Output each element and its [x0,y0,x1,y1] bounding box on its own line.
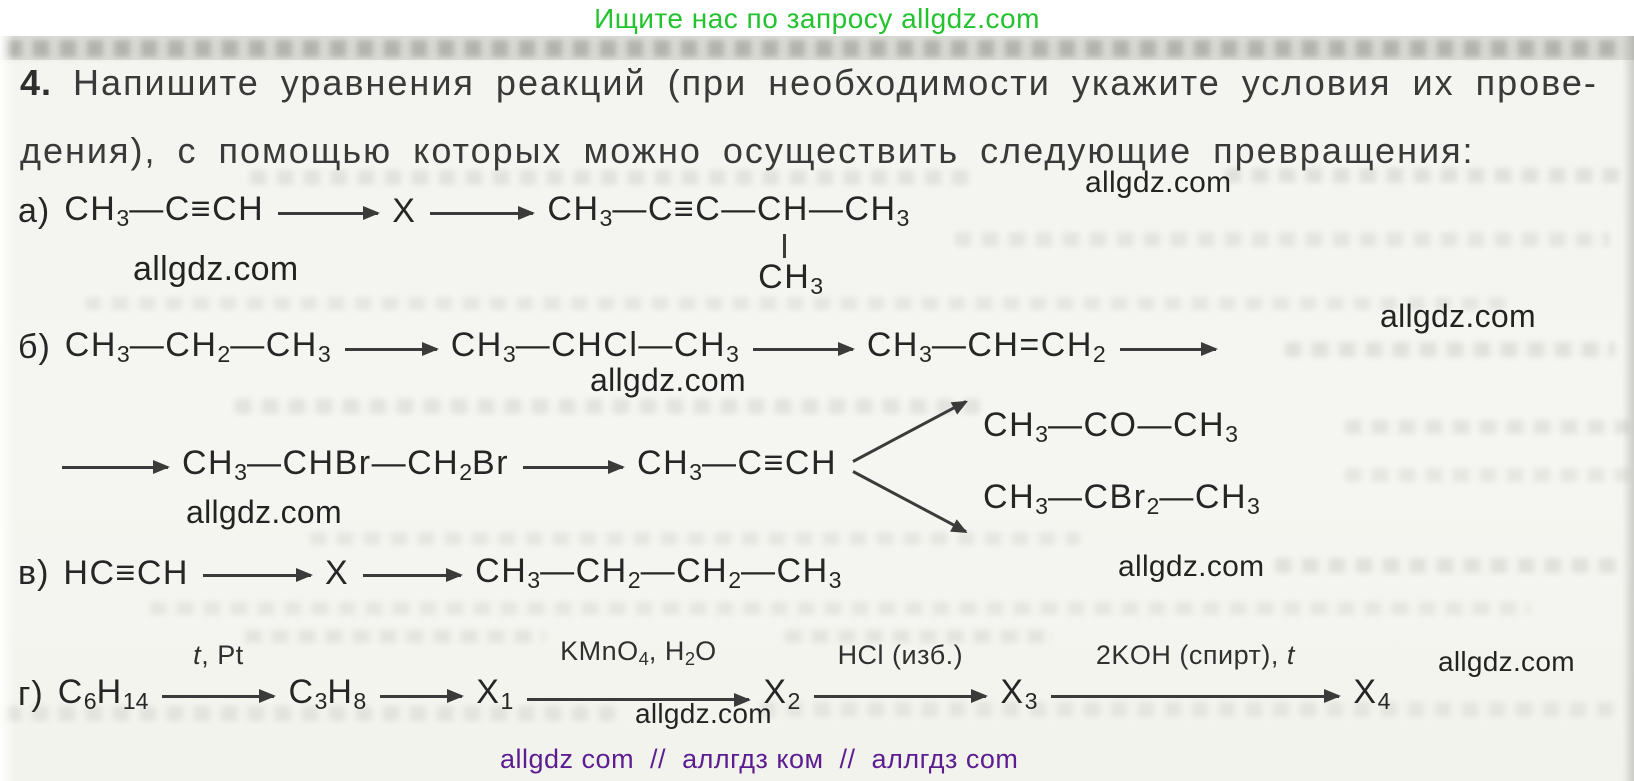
unknown-x2: X2 [763,673,801,714]
reaction-arrow [363,573,462,577]
formula-part: CH3—C≡C— [547,190,757,231]
page-left-edge [0,36,14,781]
bleed-through-artifact [1225,168,1620,183]
reaction-arrow [278,211,379,215]
formula-hexane: C6H14 [57,673,149,714]
formula-methylpentyne: CH3—C≡C— CH CH3 —CH3 [547,190,910,299]
task-number: 4. [20,62,53,103]
bleed-through-artifact [250,170,970,185]
bleed-through-artifact [785,630,1055,643]
labeled-reaction-arrow: KMnO4, H2O [527,635,750,702]
unknown-x: X [324,553,350,592]
reaction-chain-b-line2: CH3—CHBr—CH2Br CH3—C≡CH CH3—CO—CH3 CH3—C… [62,390,1260,540]
chain-b-label: б) [18,327,51,366]
formula-propane: C3H8 [288,673,367,714]
watermark-allgdz: allgdz.com [635,698,772,729]
branch-products: CH3—CO—CH3 CH3—CBr2—CH3 [983,406,1260,520]
footer-watermark: allgdz com // аллгдз ком // аллгдз com [500,744,1019,774]
watermark-allgdz: allgdz.com [133,250,299,288]
reaction-arrow [430,211,534,215]
watermark-allgdz: allgdz.com [1380,298,1536,334]
formula-dibromopropane-2: CH3—CBr2—CH3 [983,478,1260,519]
page-right-edge [1622,36,1634,781]
formula-branch-carbon: CH CH3 [756,190,823,299]
watermark-allgdz: allgdz.com [186,494,342,530]
bleed-through-artifact [760,702,1620,717]
formula-propyne: CH3—C≡CH [637,444,838,485]
task-text-line1: 4. Напишите уравнения реакций (при необх… [20,62,1620,104]
bleed-through-artifact [1285,342,1615,357]
arrow-condition-label: 2KOH (спирт), t [1095,639,1295,670]
reaction-arrow [1051,694,1340,698]
formula-propane: CH3—CH2—CH3 [64,326,331,367]
formula-propyne: CH3—C≡CH [64,190,265,231]
branch-arrow-up [852,400,967,463]
reaction-arrow [344,347,437,351]
task-line2-text: дения), с помощью которых можно осуществ… [20,130,1475,171]
reaction-arrow [202,573,311,577]
reaction-chain-a: а) CH3—C≡CH X CH3—C≡C— CH CH3 —CH3 [18,190,910,299]
promo-header: Ищите нас по запросу allgdz.com [594,3,1040,34]
arrow-condition-label: t, Pt [193,639,244,670]
bleed-through-artifact [150,602,1530,615]
bleed-through-artifact [1345,468,1630,482]
branch-arrow-down [852,470,967,533]
bleed-through-artifact [310,532,1080,545]
reaction-arrow [523,465,624,469]
reaction-arrow-continuation [1119,347,1216,351]
unknown-x4: X4 [1353,673,1391,714]
reaction-arrow [527,698,750,702]
bleed-through-artifact [5,706,615,721]
bleed-through-artifact [245,630,545,643]
unknown-x3: X3 [1000,673,1038,714]
scanned-page-background [0,36,1634,781]
bleed-through-artifact [85,297,1515,310]
task-line1-text: Напишите уравнения реакций (при необходи… [73,62,1598,103]
bleed-through-artifact [955,232,1610,247]
formula-acetone: CH3—CO—CH3 [983,406,1238,447]
chain-g-label: г) [18,674,44,713]
watermark-allgdz: allgdz.com [1085,166,1232,199]
reaction-chain-b-line1: б) CH3—CH2—CH3 CH3—CHCl—CH3 CH3—CH=CH2 [18,326,1216,368]
task-text-line2: дения), с помощью которых можно осуществ… [20,130,1620,172]
labeled-reaction-arrow [380,639,463,698]
reaction-arrow [162,694,275,698]
watermark-allgdz: allgdz.com [1438,646,1575,677]
formula-propene: CH3—CH=CH2 [866,326,1106,367]
bleed-through-artifact [235,399,980,414]
reaction-chain-v: в) HC≡CH X CH3—CH2—CH2—CH3 [18,552,842,594]
formula-dibromopropane: CH3—CHBr—CH2Br [182,444,510,485]
branch-methyl-group: CH3 [758,258,824,299]
arrow-condition-label: KMnO4, H2O [560,635,717,669]
reaction-chain-g: г) C6H14 t, Pt C3H8 X1 KMnO4, H2O X2 HCl… [18,636,1391,730]
unknown-x1: X1 [476,673,514,714]
formula-butane: CH3—CH2—CH2—CH3 [475,552,842,593]
scan-top-band [0,36,1634,60]
reaction-arrow [752,347,853,351]
arrow-condition-label: HCl (изб.) [837,639,964,670]
formula-chloropropane: CH3—CHCl—CH3 [450,326,739,367]
chain-v-label: в) [18,553,50,592]
unknown-x: X [392,191,417,230]
watermark-allgdz: allgdz.com [590,362,746,398]
reaction-arrow-continuation [62,465,168,469]
labeled-reaction-arrow: 2KOH (спирт), t [1051,639,1340,698]
labeled-reaction-arrow: t, Pt [162,639,275,698]
bleed-through-artifact [6,40,1626,57]
branching-arrows [851,390,969,540]
formula-part: CH [756,190,809,228]
reaction-arrow [814,694,987,698]
bleed-through-artifact [1345,420,1630,434]
formula-acetylene: HC≡CH [63,553,189,592]
reaction-arrow [380,694,463,698]
labeled-reaction-arrow: HCl (изб.) [814,639,987,698]
chain-a-label: а) [18,191,51,230]
formula-part: —CH3 [808,190,910,231]
watermark-allgdz: allgdz.com [1118,550,1265,583]
bleed-through-artifact [1275,558,1625,573]
